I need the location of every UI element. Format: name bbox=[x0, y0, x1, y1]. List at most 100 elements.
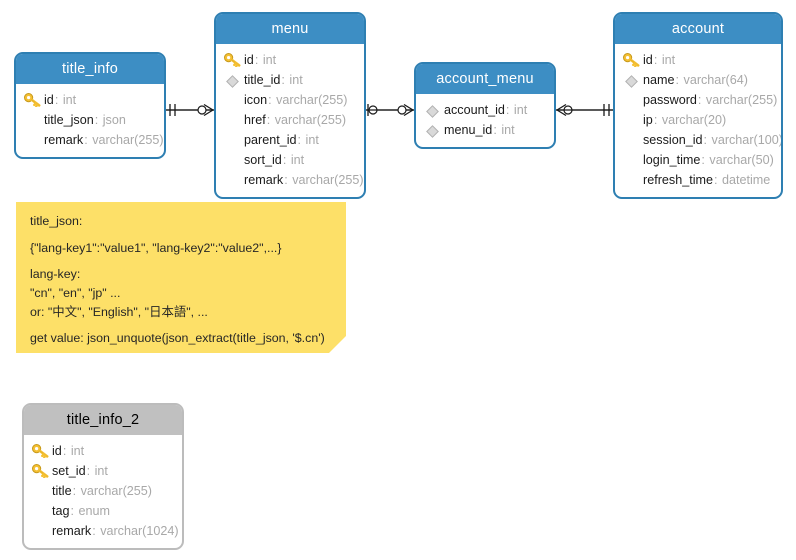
relationship-connector-account_menu-account[interactable] bbox=[556, 99, 613, 121]
field-type: : bbox=[70, 504, 78, 518]
field-type: : bbox=[284, 173, 292, 187]
field-row[interactable]: name: varchar(64) bbox=[615, 70, 781, 90]
field-name: set_id bbox=[52, 464, 86, 478]
field-type-value: int bbox=[305, 133, 319, 147]
field-row[interactable]: ip: varchar(20) bbox=[615, 110, 781, 130]
field-type-value: varchar(255) bbox=[92, 133, 164, 147]
field-row[interactable]: id: int bbox=[216, 50, 364, 70]
field-row[interactable]: remark: varchar(255) bbox=[216, 170, 364, 190]
field-type: : bbox=[84, 133, 92, 147]
field-type-value: varchar(50) bbox=[709, 153, 774, 167]
field-type-value: datetime bbox=[722, 173, 771, 187]
field-type-value: int bbox=[290, 153, 305, 167]
field-type: : bbox=[697, 93, 705, 107]
primary-key-icon bbox=[224, 52, 242, 68]
field-row[interactable]: id: int bbox=[16, 90, 164, 110]
field-row[interactable]: password: varchar(255) bbox=[615, 90, 781, 110]
field-name: title bbox=[52, 484, 72, 498]
field-type-value: int bbox=[501, 123, 515, 137]
field-type: : bbox=[268, 93, 276, 107]
entity-table-title-title_info: title_info bbox=[16, 54, 164, 84]
field-type-value: varchar(255) bbox=[80, 484, 153, 498]
entity-table-title-account: account bbox=[615, 14, 781, 44]
field-spacer bbox=[32, 523, 50, 539]
field-type: : bbox=[297, 133, 305, 147]
field-name: remark bbox=[52, 524, 92, 538]
field-name: refresh_time bbox=[643, 173, 713, 187]
field-type-value: varchar(255) bbox=[274, 113, 347, 127]
field-type: : bbox=[675, 73, 683, 87]
field-type-value: enum bbox=[78, 504, 111, 518]
field-row[interactable]: set_id: int bbox=[24, 461, 182, 481]
field-type: : bbox=[653, 53, 661, 67]
entity-table-title-menu: menu bbox=[216, 14, 364, 44]
field-row[interactable]: title_json: json bbox=[16, 110, 164, 130]
field-type-value: varchar(255) bbox=[276, 93, 348, 107]
field-row[interactable]: account_id: int bbox=[416, 100, 554, 120]
field-type-value: varchar(100) bbox=[711, 133, 783, 147]
field-spacer bbox=[623, 172, 641, 188]
field-row[interactable]: icon: varchar(255) bbox=[216, 90, 364, 110]
crowsfoot-notation bbox=[366, 103, 414, 117]
field-row[interactable]: id: int bbox=[24, 441, 182, 461]
field-name: icon bbox=[244, 93, 268, 107]
field-name: remark bbox=[244, 173, 284, 187]
field-type: : bbox=[653, 113, 661, 127]
field-name: title_id bbox=[244, 73, 281, 87]
foreign-key-icon bbox=[424, 102, 442, 118]
field-name: parent_id bbox=[244, 133, 297, 147]
note-line: lang-key: bbox=[30, 267, 81, 282]
field-row[interactable]: id: int bbox=[615, 50, 781, 70]
field-row[interactable]: remark: varchar(255) bbox=[16, 130, 164, 150]
field-row[interactable]: title: varchar(255) bbox=[24, 481, 182, 501]
field-type: : bbox=[493, 123, 501, 137]
field-row[interactable]: title_id: int bbox=[216, 70, 364, 90]
field-type-value: int bbox=[62, 93, 77, 107]
field-type-value: varchar(255) bbox=[292, 173, 364, 187]
field-spacer bbox=[24, 112, 42, 128]
field-row[interactable]: session_id: varchar(100) bbox=[615, 130, 781, 150]
field-row[interactable]: parent_id: int bbox=[216, 130, 364, 150]
field-spacer bbox=[32, 483, 50, 499]
sticky-note-title_json-note[interactable]: title_json: {"lang-key1":"value1", "lang-… bbox=[16, 202, 346, 353]
field-spacer bbox=[623, 152, 641, 168]
crowsfoot-notation bbox=[166, 103, 214, 117]
field-name: id bbox=[643, 53, 653, 67]
field-row[interactable]: href: varchar(255) bbox=[216, 110, 364, 130]
field-name: tag bbox=[52, 504, 70, 518]
entity-table-title-title_info_2: title_info_2 bbox=[24, 405, 182, 435]
relationship-connector-title_info-menu[interactable] bbox=[166, 99, 214, 121]
note-line: {"lang-key1":"value1", "lang-key2":"valu… bbox=[30, 240, 282, 255]
field-type-value: int bbox=[289, 73, 303, 87]
field-row[interactable]: tag: enum bbox=[24, 501, 182, 521]
field-name: password bbox=[643, 93, 697, 107]
field-type: : bbox=[62, 444, 70, 458]
field-type: : bbox=[282, 153, 290, 167]
field-row[interactable]: remark: varchar(1024) bbox=[24, 521, 182, 541]
field-name: remark bbox=[44, 133, 84, 147]
field-type: : bbox=[266, 113, 274, 127]
note-line: title_json: bbox=[30, 214, 83, 228]
field-type: : bbox=[94, 113, 102, 127]
field-name: session_id bbox=[643, 133, 703, 147]
field-type-value: int bbox=[94, 464, 108, 478]
relationship-connector-menu-account_menu[interactable] bbox=[366, 99, 414, 121]
entity-table-title-account_menu: account_menu bbox=[416, 64, 554, 94]
field-row[interactable]: login_time: varchar(50) bbox=[615, 150, 781, 170]
field-spacer bbox=[623, 92, 641, 108]
field-row[interactable]: menu_id: int bbox=[416, 120, 554, 140]
note-line: or: "中文", "English", "日本語", ... bbox=[30, 304, 208, 319]
field-type-value: int bbox=[262, 53, 277, 67]
field-type-value: int bbox=[513, 103, 528, 117]
field-type: : bbox=[254, 53, 262, 67]
field-row[interactable]: refresh_time: datetime bbox=[615, 170, 781, 190]
field-row[interactable]: sort_id: int bbox=[216, 150, 364, 170]
